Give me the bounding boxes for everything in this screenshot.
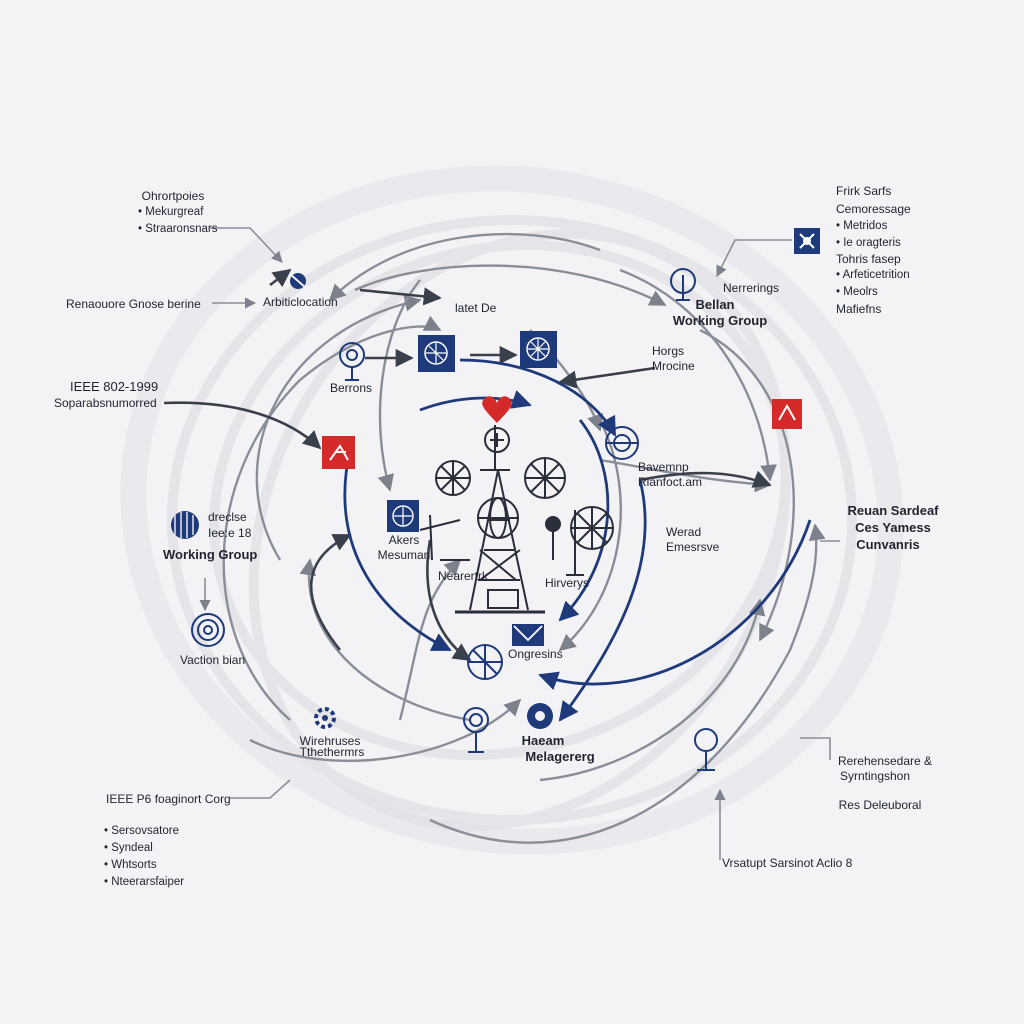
list-item: Whtsorts <box>104 857 184 874</box>
label-ongresins: Ongresins <box>508 647 563 661</box>
list-item: Nteerarsfaiper <box>104 874 184 891</box>
label-ieee-802-sub: Soparabsnumorred <box>54 396 157 410</box>
label-latet: latet De <box>455 301 497 315</box>
label-wirehruses: Wirehruses <box>299 734 361 748</box>
label-top-right-sub: Cemoressage <box>836 202 911 216</box>
hub-node-icon <box>520 331 557 368</box>
label-res-del: Res Deleuboral <box>838 798 922 812</box>
alert-node-icon <box>322 436 355 469</box>
label-weral-sub: Emesrsve <box>666 540 720 554</box>
label-horgs-sub: Mrocine <box>652 359 695 373</box>
heart-icon <box>482 396 512 423</box>
label-haeam: Haeam <box>521 733 565 748</box>
globe-icon <box>467 644 503 680</box>
label-top-right-line4: Mafiefns <box>836 302 882 316</box>
label-wirehruses-sub: Tthethermrs <box>299 745 365 759</box>
dark-arrows <box>163 268 772 662</box>
radar-icon <box>605 426 639 460</box>
list-top-left: Mekurgreaf Straaronsnars <box>138 204 217 238</box>
alert-node-right-icon <box>772 399 802 429</box>
striped-globe-icon <box>171 511 199 539</box>
label-bellan: Bellan <box>695 297 735 312</box>
list-bottom-left: Sersovsatore Syndeal Whtsorts Nteerarsfa… <box>104 823 184 891</box>
label-nerrings: Nerrerings <box>723 281 780 295</box>
list-item: Metridos <box>836 218 901 235</box>
central-antenna-hub <box>419 425 614 614</box>
tower-icon <box>463 707 489 753</box>
navy-arrows <box>343 358 812 722</box>
list-item: Straaronsnars <box>138 221 217 238</box>
label-ieee-802: IEEE 802-1999 <box>70 379 159 394</box>
list-item: Sersovsatore <box>104 823 184 840</box>
label-rerehens: Rerehensedare & <box>837 754 933 768</box>
label-renounce: Renaouore Gnose berine <box>66 297 201 311</box>
gear-icon <box>314 707 336 729</box>
microphone-icon <box>339 342 365 381</box>
label-hirverys: Hirverys <box>545 576 589 590</box>
label-akers: Akers <box>388 533 420 547</box>
label-ieee-p6: IEEE P6 foaginort Corg <box>106 792 231 806</box>
label-vaction: Vaction bian <box>180 653 246 667</box>
label-akers-sub: Mesuman <box>377 548 431 562</box>
gray-arrows <box>222 232 826 844</box>
label-working-group-left: Working Group <box>163 547 258 562</box>
signal-rings-icon <box>191 613 225 647</box>
list-top-right-2: Arfeticetrition Meolrs <box>836 267 910 301</box>
label-reuan-sub: Ces Yamess <box>855 520 931 535</box>
label-haeam-sub: Melagererg <box>525 749 595 764</box>
record-icon <box>527 703 553 729</box>
label-reuan: Reuan Sardeaf <box>847 503 939 518</box>
list-item: Syndeal <box>104 840 184 857</box>
list-item: Arfeticetrition <box>836 267 910 284</box>
label-dreclse-sub: Iee:e 18 <box>208 526 252 540</box>
satellite-small-icon <box>289 273 307 289</box>
list-item: Meolrs <box>836 284 910 301</box>
label-reuan-sub2: Cunvanris <box>856 537 920 552</box>
label-top-left-heading: Ohrortpoies <box>141 189 205 203</box>
label-horgs: Horgs <box>652 344 685 358</box>
list-top-right: Metridos Ie oragteris <box>836 218 901 252</box>
leader-lines <box>199 227 840 860</box>
mesh-node-icon <box>387 500 419 532</box>
label-bavemnp-sub: Rianfoct.am <box>638 475 703 489</box>
satellite-icon <box>694 728 718 771</box>
label-weral: Werad <box>666 525 702 539</box>
label-arbitration: Arbiticlocation <box>263 295 338 309</box>
list-item: Mekurgreaf <box>138 204 217 221</box>
network-node-icon <box>418 335 455 372</box>
label-top-right-heading: Frirk Sarfs <box>836 184 892 198</box>
antenna-icon <box>670 268 696 301</box>
envelope-tile-icon <box>512 624 544 646</box>
label-rerehens-sub: Syrntingshon <box>839 769 911 783</box>
label-berrons: Berrons <box>330 381 373 395</box>
list-item: Ie oragteris <box>836 235 901 252</box>
label-working-group-top: Working Group <box>672 313 768 328</box>
tool-tile-icon <box>794 228 820 254</box>
label-bavemnp: Bavemnp <box>638 460 689 474</box>
label-dreclse: dreclse <box>208 510 247 524</box>
label-top-right-line2: Tohris fasep <box>836 252 901 266</box>
label-nearerk: Nearertrk <box>438 569 489 583</box>
label-vrsatupt: Vrsatupt Sarsinot Aclio 8 <box>722 856 853 870</box>
